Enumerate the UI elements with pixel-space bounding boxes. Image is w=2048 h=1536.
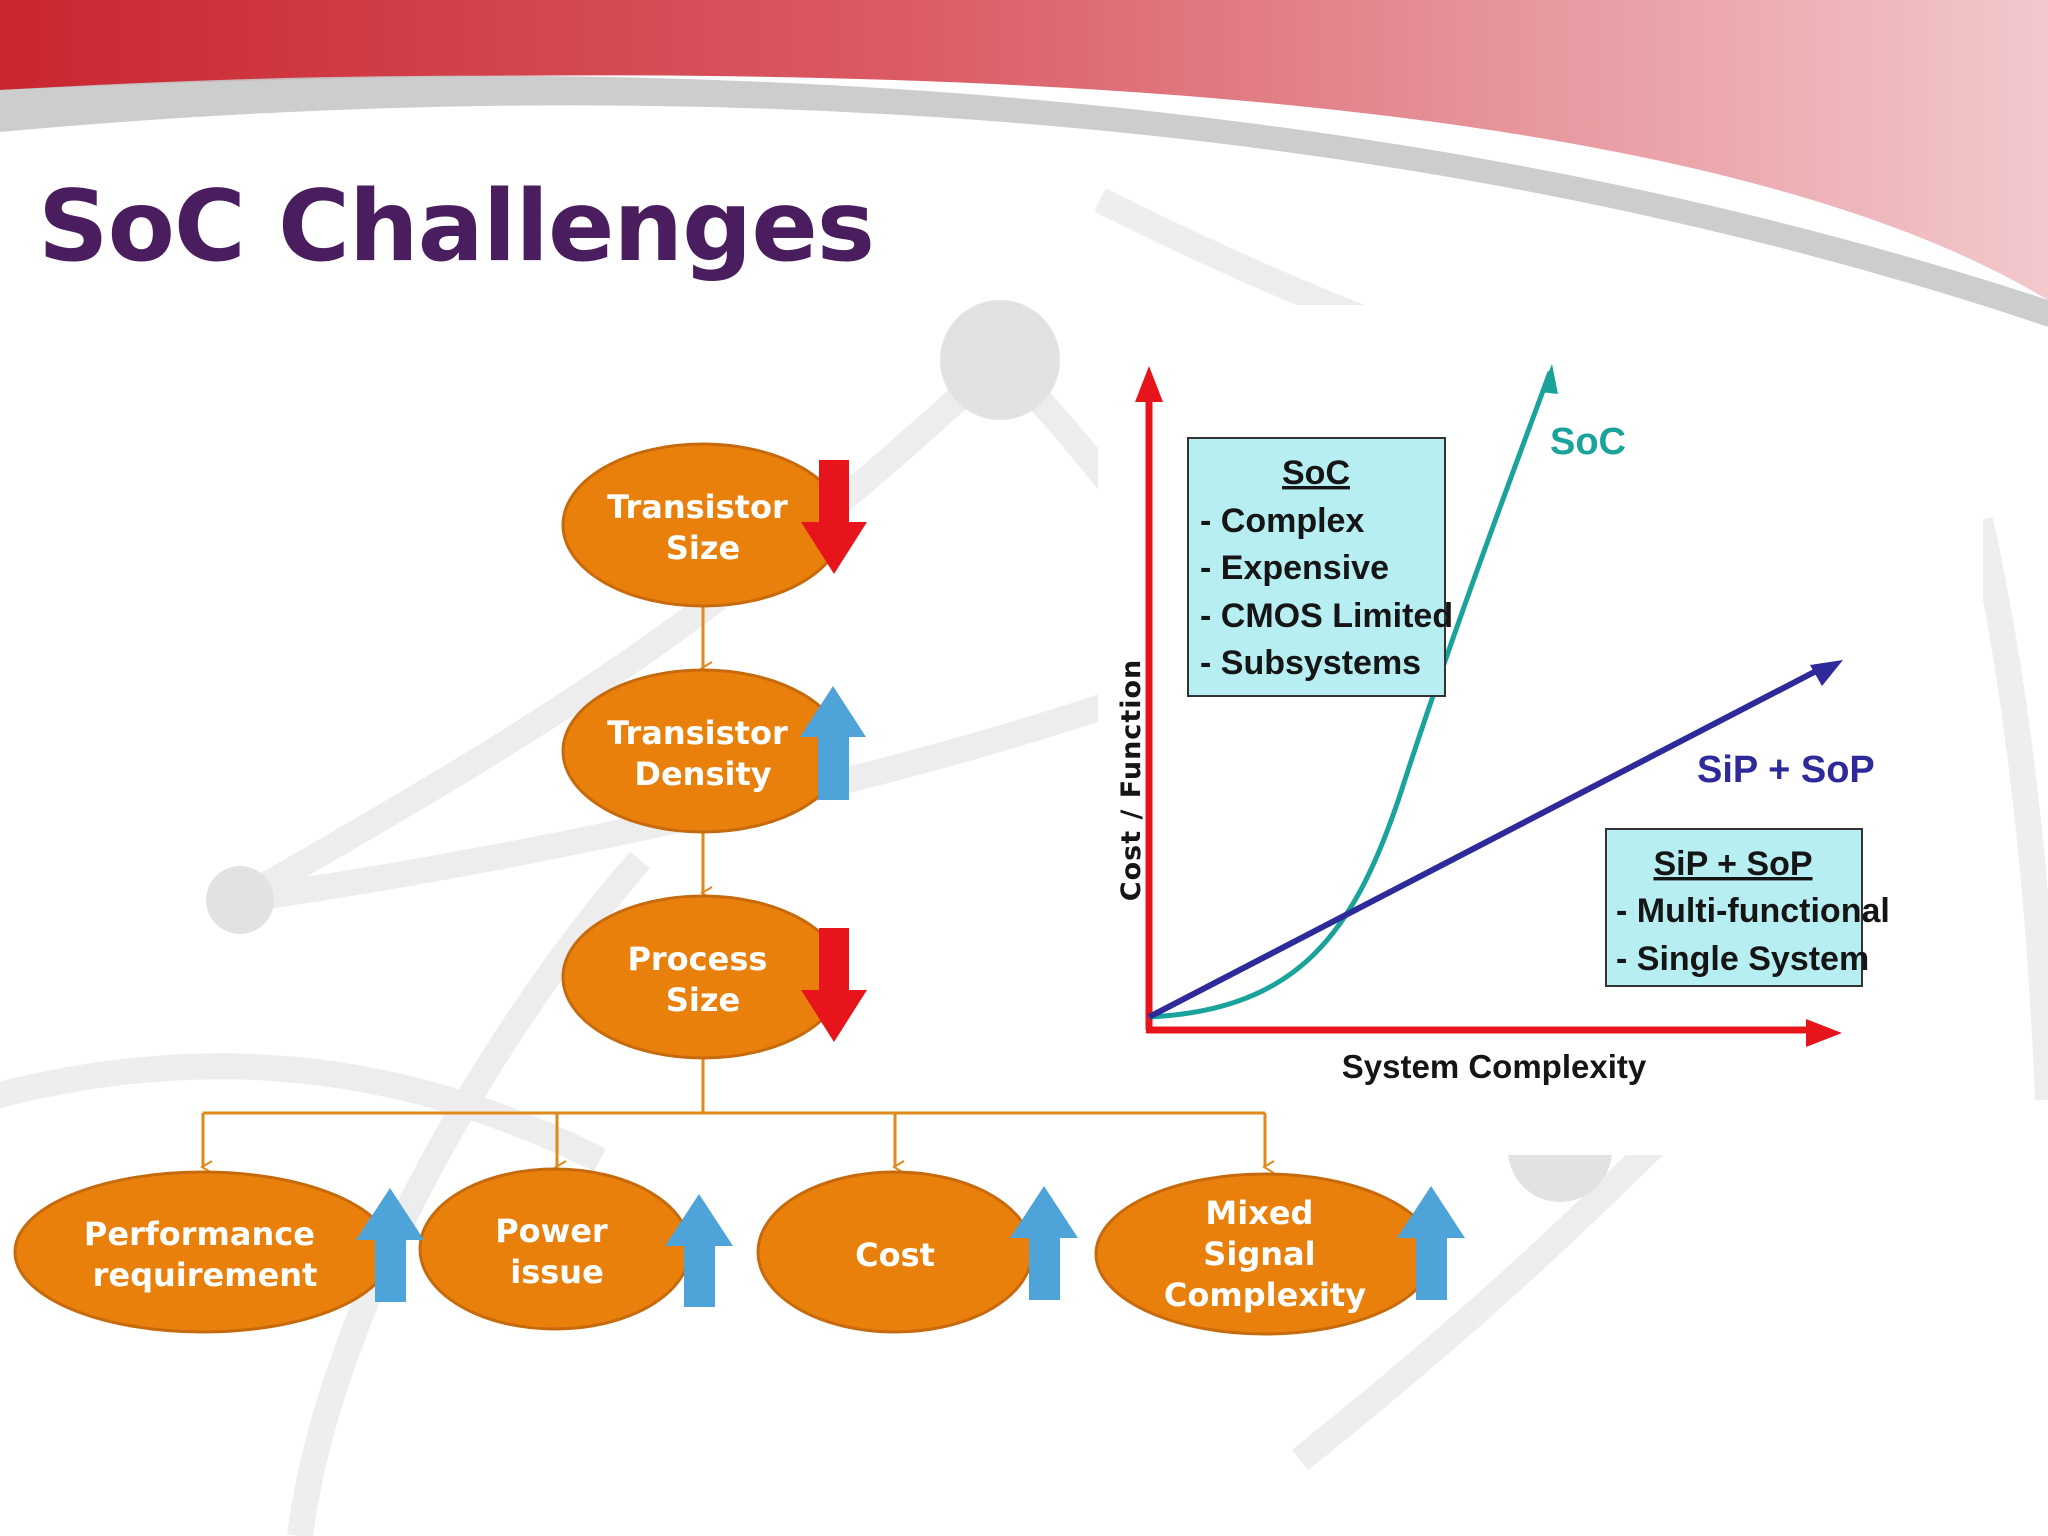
arrow-down-icon — [801, 460, 867, 574]
arrow-up-icon — [356, 1188, 424, 1302]
sip-curve-arrowhead — [1810, 660, 1843, 686]
header-band — [0, 0, 2048, 300]
y-axis-label: Cost / Function — [1116, 659, 1147, 901]
sip-curve — [1147, 665, 1824, 1020]
soc-curve-arrowhead — [1540, 364, 1558, 394]
node-performance-requirement: Performance requirement — [13, 1170, 393, 1334]
node-power-label: Power issue — [495, 1212, 619, 1291]
soc-curve-label: SoC — [1550, 421, 1626, 463]
sip-curve-label: SiP + SoP — [1697, 749, 1875, 791]
y-axis-arrowhead — [1135, 366, 1163, 402]
arrow-up-icon — [800, 686, 866, 800]
soc-legend-item: - Expensive — [1200, 549, 1389, 587]
node-transistor-density: Transistor Density — [561, 668, 845, 834]
node-mixed-signal-complexity: Mixed Signal Complexity — [1094, 1172, 1436, 1336]
node-mixed-signal-label: Mixed Signal Complexity — [1164, 1194, 1366, 1314]
node-cost-label: Cost — [855, 1236, 935, 1274]
node-power-issue: Power issue — [418, 1167, 692, 1331]
slide-title: SoC Challenges — [38, 170, 875, 284]
x-axis-label: System Complexity — [1342, 1048, 1647, 1085]
node-process-size: Process Size — [561, 894, 845, 1060]
sip-legend-item: - Single System — [1616, 940, 1869, 978]
sip-legend-title: SiP + SoP — [1653, 845, 1812, 883]
flow-connectors — [200, 605, 1275, 1174]
sip-legend-box: SiP + SoP - Multi-functional - Single Sy… — [1605, 828, 1890, 987]
arrow-up-icon — [1397, 1186, 1465, 1300]
node-transistor-size: Transistor Size — [561, 442, 845, 608]
soc-legend-box: SoC - Complex - Expensive - CMOS Limited… — [1187, 437, 1453, 697]
sip-legend-item: - Multi-functional — [1616, 892, 1890, 930]
trend-arrows — [356, 460, 1465, 1307]
x-axis-arrowhead — [1806, 1019, 1842, 1047]
arrow-up-icon — [1010, 1186, 1078, 1300]
node-process-size-label: Process Size — [627, 940, 778, 1019]
complexity-chart: SoC SiP + SoP Cost / Function System Com… — [1116, 364, 1890, 1085]
soc-curve — [1148, 371, 1553, 1020]
soc-legend-item: - Complex — [1200, 502, 1364, 540]
node-transistor-size-label: Transistor Size — [607, 488, 799, 567]
soc-legend-item: - CMOS Limited — [1200, 597, 1453, 635]
node-cost: Cost — [756, 1170, 1034, 1334]
arrow-down-icon — [801, 928, 867, 1042]
soc-legend-title: SoC — [1282, 454, 1350, 492]
arrow-up-icon — [665, 1194, 733, 1307]
node-transistor-density-label: Transistor Density — [607, 714, 799, 793]
soc-legend-item: - Subsystems — [1200, 644, 1421, 682]
node-performance-label: Performance requirement — [84, 1215, 326, 1294]
